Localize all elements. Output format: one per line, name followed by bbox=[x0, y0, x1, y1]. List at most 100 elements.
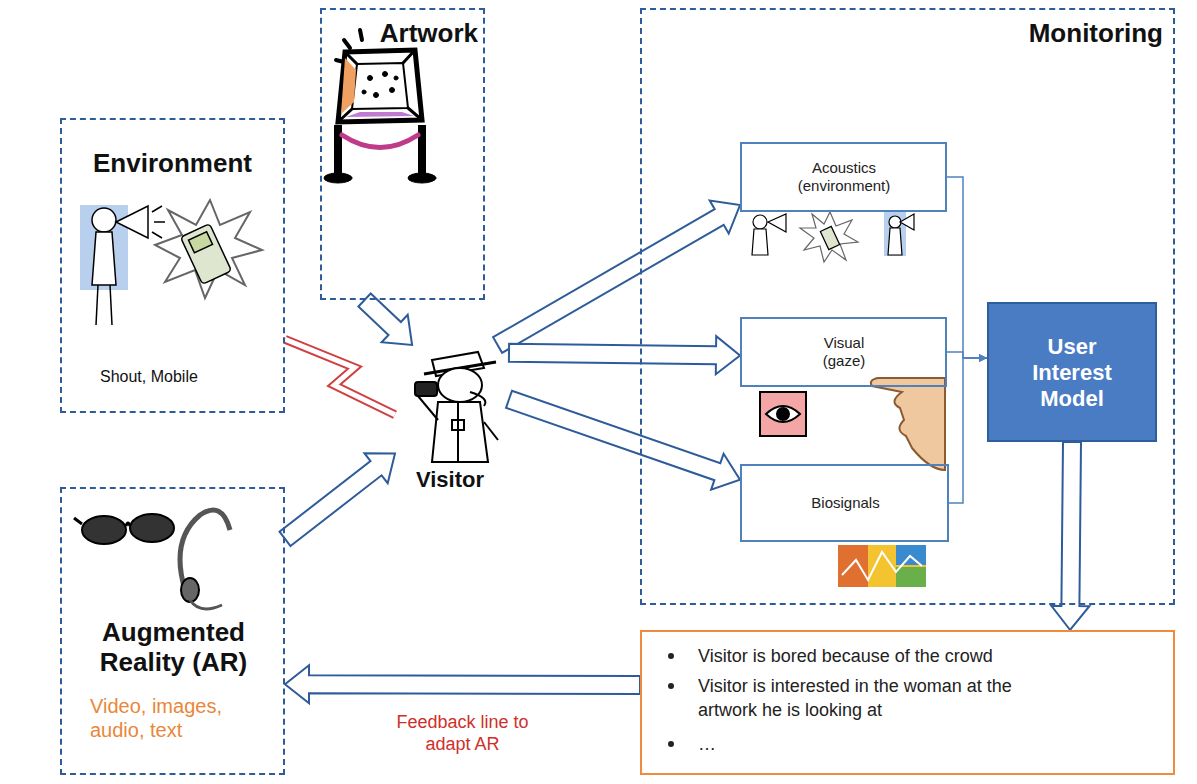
artwork-figure-part bbox=[362, 90, 366, 94]
environment-figures-part bbox=[92, 208, 116, 232]
gaze-icons bbox=[760, 378, 945, 470]
environment-figures-part bbox=[154, 221, 165, 223]
thin-line bbox=[947, 177, 987, 358]
sensor-box: Visual (gaze) bbox=[740, 317, 947, 387]
artwork-figure-part bbox=[324, 173, 352, 183]
ar-devices-part bbox=[74, 518, 82, 524]
region-box: Artwork bbox=[320, 8, 485, 300]
arrow-connector bbox=[949, 354, 987, 503]
visitor-figure-part bbox=[415, 382, 437, 396]
environment-figures-part bbox=[92, 232, 116, 285]
ar-devices-part bbox=[126, 523, 130, 526]
gaze-icons-part bbox=[760, 392, 806, 436]
artwork-figure-part bbox=[390, 88, 395, 93]
artwork-figure-part bbox=[338, 109, 352, 122]
visitor-figure-part bbox=[418, 396, 438, 420]
arrow-connector bbox=[358, 294, 412, 346]
arrow-connector bbox=[947, 352, 987, 362]
acoustics-icons-part bbox=[888, 228, 902, 255]
node-title: Visual (gaze) bbox=[803, 334, 885, 370]
node-text: … bbox=[698, 732, 1158, 756]
ar-devices bbox=[74, 510, 230, 609]
environment-figures-part bbox=[96, 285, 98, 325]
visitor-figure-part bbox=[484, 422, 498, 440]
artwork-figure-part bbox=[408, 173, 436, 183]
acoustics-icons-part bbox=[753, 215, 767, 229]
node-title: User Interest Model bbox=[1022, 334, 1122, 412]
ar-devices-part bbox=[130, 514, 174, 542]
connector-label: Feedback line to adapt AR bbox=[375, 711, 551, 755]
environment-figures-part bbox=[155, 200, 262, 298]
sensor-box: Biosignals bbox=[740, 464, 949, 542]
bolt-outline bbox=[285, 339, 395, 415]
sensor-box: Acoustics (environment) bbox=[740, 142, 947, 212]
block-arrow bbox=[285, 665, 640, 703]
visitor-figure-part bbox=[432, 402, 488, 462]
output-box: Visitor is bored because of the crowdVis… bbox=[640, 630, 1175, 775]
acoustics-icons-part bbox=[752, 229, 768, 255]
artwork-figure-part bbox=[352, 63, 408, 109]
acoustics-icons-part bbox=[900, 214, 914, 230]
node-title: Artwork bbox=[326, 18, 478, 48]
region-box: EnvironmentShout, Mobile bbox=[60, 118, 285, 413]
arrow-connector bbox=[280, 453, 396, 546]
node-title: Biosignals bbox=[746, 494, 945, 512]
node-title: Acoustics (environment) bbox=[784, 159, 904, 195]
artwork-figure-part bbox=[408, 108, 422, 120]
biosignal-chart-part bbox=[896, 545, 926, 565]
ar-devices-part bbox=[181, 578, 199, 602]
region-box: Augmented Reality (AR)Video, images, aud… bbox=[60, 487, 285, 775]
artwork-figure-part bbox=[368, 76, 373, 81]
bullet-dot bbox=[668, 683, 674, 689]
biosignal-chart bbox=[838, 545, 926, 587]
artwork-figure-part bbox=[342, 135, 418, 148]
arrow-connector bbox=[493, 201, 740, 353]
acoustics-icons-part bbox=[800, 212, 858, 262]
arrow-connector bbox=[506, 391, 740, 490]
environment-figures bbox=[80, 200, 262, 325]
artwork-figure-part bbox=[383, 72, 388, 77]
arrow-head bbox=[979, 354, 987, 362]
bolt-fill bbox=[285, 339, 395, 415]
environment-figures-part bbox=[152, 232, 162, 238]
arrow-head bbox=[979, 354, 987, 362]
block-arrow bbox=[280, 453, 396, 546]
node-title: Visitor is bored because of the crowd bbox=[698, 644, 1158, 668]
acoustics-icons bbox=[752, 212, 914, 262]
environment-figures-part bbox=[116, 206, 148, 238]
block-arrow bbox=[358, 294, 412, 346]
block-arrow bbox=[506, 391, 740, 490]
bullet-dot bbox=[668, 741, 674, 747]
artwork-figure-part bbox=[346, 112, 414, 117]
node-title: Augmented Reality (AR) bbox=[72, 617, 275, 677]
gaze-icons-part bbox=[777, 408, 789, 420]
artwork-figure-part bbox=[360, 30, 362, 40]
actor-figure: Visitor bbox=[395, 345, 509, 500]
biosignal-chart-part bbox=[896, 567, 926, 587]
environment-figures-part bbox=[80, 205, 128, 290]
artwork-figure-part bbox=[334, 125, 342, 175]
environment-figures-part bbox=[181, 224, 232, 285]
arrow-connector bbox=[285, 665, 640, 703]
acoustics-icons-part bbox=[768, 214, 786, 232]
acoustics-icons-part bbox=[820, 226, 839, 249]
acoustics-icons-part bbox=[884, 212, 906, 256]
artwork-figure-part bbox=[338, 50, 422, 122]
arrow-connector bbox=[1051, 442, 1089, 630]
artwork-figure-part bbox=[374, 93, 379, 98]
node-text: Visitor is interested in the woman at th… bbox=[698, 674, 1048, 722]
arrow-connector bbox=[947, 177, 987, 362]
artwork-figure-part bbox=[341, 58, 356, 114]
environment-figures-part bbox=[110, 285, 112, 325]
block-arrow bbox=[1051, 442, 1089, 630]
visitor-figure-part bbox=[457, 402, 459, 462]
node-title: Monitoring bbox=[938, 18, 1163, 48]
biosignal-chart-part bbox=[838, 545, 868, 587]
visitor-figure-part bbox=[438, 368, 482, 402]
artwork-figure-part bbox=[418, 125, 426, 175]
biosignal-chart-part bbox=[842, 552, 922, 580]
block-arrow bbox=[493, 201, 740, 353]
arrow-connector bbox=[509, 336, 740, 374]
visitor-figure bbox=[415, 352, 498, 462]
